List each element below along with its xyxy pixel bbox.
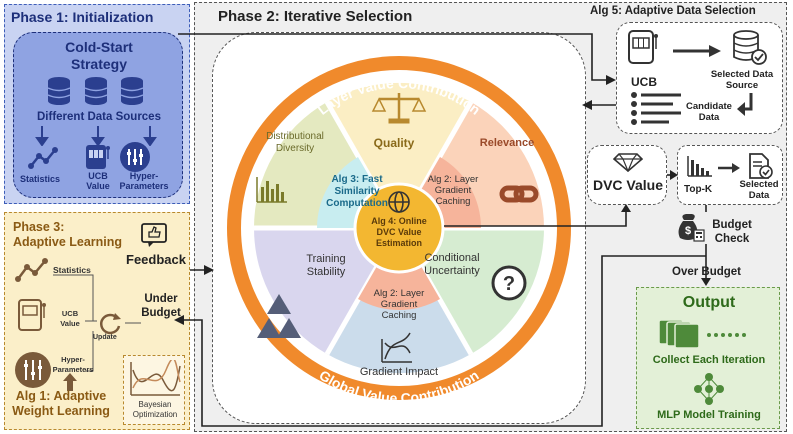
alg2-bottom-label: Alg 2: Layer Gradient Caching — [373, 288, 425, 321]
bayesian-label: Bayesian Optimization — [132, 400, 178, 419]
question-icon: ? — [491, 265, 527, 301]
p3-hyper-icon — [15, 352, 51, 388]
alg1-label: Alg 1: Adaptive Weight Learning — [12, 389, 110, 418]
different-sources-label: Different Data Sources — [37, 111, 161, 123]
phase3-title-1: Phase 3: — [13, 220, 65, 234]
topk-arrow — [718, 163, 740, 173]
p3-connector-lines — [53, 274, 141, 372]
phase3-title-2: Adaptive Learning — [13, 235, 123, 249]
p1-hyper: Hyper- Parameters — [119, 171, 169, 191]
topk-bars-icon — [687, 156, 712, 177]
p1-statistics: Statistics — [19, 174, 61, 184]
statistics-icon — [28, 147, 58, 169]
topk-label: Top-K — [684, 184, 713, 195]
alg3-label: Alg 3: Fast Similarity Computation — [326, 174, 388, 209]
cold-start-title-2: Strategy — [70, 56, 128, 72]
money-bag-icon: $ — [678, 214, 705, 242]
alg5-box: UCB Selected Data Source Candidate Data — [616, 22, 783, 134]
down-arrows — [35, 126, 157, 146]
mlp-network-icon — [694, 373, 724, 405]
iteration-stack-icon — [658, 319, 746, 348]
alg5-candidate: Candidate Data — [686, 101, 732, 123]
bar-chart-icon — [256, 177, 287, 203]
alg5-ucb: UCB — [631, 75, 657, 89]
conditional-label: Conditional Uncertainty — [424, 252, 480, 277]
over-budget-label: Over Budget — [672, 266, 742, 278]
diamond-icon — [613, 153, 643, 172]
selected-doc-icon — [749, 153, 773, 179]
cold-start-box: Cold-Start Strategy Different Data Sourc… — [13, 32, 183, 198]
dvc-box: DVC Value — [587, 145, 667, 205]
p3-ucb-label: UCB Value — [60, 309, 80, 328]
globe-icon — [388, 191, 410, 213]
alg5-title: Alg 5: Adaptive Data Selection — [590, 5, 756, 17]
feedback-label: Feedback — [126, 252, 186, 267]
cold-start-title-1: Cold-Start — [65, 39, 133, 55]
selected-data-label: Selected Data — [739, 179, 779, 201]
p1-ucb: UCB Value — [86, 171, 110, 191]
phase2-title: Phase 2: Iterative Selection — [218, 8, 413, 25]
bayesian-chart-icon — [130, 360, 181, 396]
segment-quality — [327, 82, 471, 229]
dvc-label: DVC Value — [592, 177, 664, 193]
budget-check-label: Budget Check — [712, 219, 752, 245]
alg5-right-arrow — [673, 45, 721, 57]
gradient-label: Gradient Impact — [359, 366, 439, 378]
phase1-panel: Phase 1: Initialization Cold-Start Strat… — [4, 4, 190, 204]
output-panel: Output Collect Each Iteration MLP Model … — [636, 287, 780, 429]
diversity-label: Distributional Diversity — [266, 131, 324, 154]
bayesian-box: Bayesian Optimization — [123, 355, 185, 425]
update-cycle-icon — [99, 313, 121, 335]
p3-statistics-icon — [15, 258, 48, 282]
svg-text:?: ? — [503, 273, 515, 295]
output-title: Output — [682, 294, 736, 311]
alg2-top-label: Alg 2: Layer Gradient Caching — [427, 174, 479, 207]
phase1-title: Phase 1: Initialization — [11, 9, 154, 25]
slot-machine-icon — [86, 145, 110, 169]
candidate-list-icon — [631, 92, 681, 125]
alg5-return-arrow — [737, 93, 753, 116]
svg-text:$: $ — [685, 225, 691, 237]
phase3-panel: Phase 3: Adaptive Learning Statistics UC… — [4, 212, 190, 430]
scale-icon — [371, 93, 427, 124]
alg5-database-icon — [733, 30, 767, 65]
alg4-label: Alg 4: Online DVC Value Estimation — [371, 216, 427, 248]
database-icons — [47, 77, 144, 105]
mlp-label: MLP Model Training — [657, 409, 761, 421]
hyperparameters-icon — [120, 142, 150, 172]
under-budget-label: Under Budget — [141, 293, 181, 319]
p3-hyper-label: Hyper- Parameters — [52, 355, 94, 374]
p3-up-arrow — [63, 373, 77, 391]
collect-label: Collect Each Iteration — [652, 354, 766, 366]
p3-slot-icon — [18, 299, 46, 331]
alg5-slot-icon — [628, 30, 658, 64]
update-label: Update — [93, 334, 117, 341]
topk-box: Top-K Selected Data — [677, 145, 783, 205]
chain-link-icon — [499, 185, 539, 203]
p3-statistics-label: Statistics — [53, 265, 91, 275]
training-label: Training Stability — [306, 253, 346, 278]
alg5-selected-source: Selected Data Source — [710, 69, 774, 91]
feedback-icon — [141, 223, 167, 247]
quality-label: Quality — [373, 136, 415, 150]
relevance-label: Relevance — [479, 137, 535, 149]
